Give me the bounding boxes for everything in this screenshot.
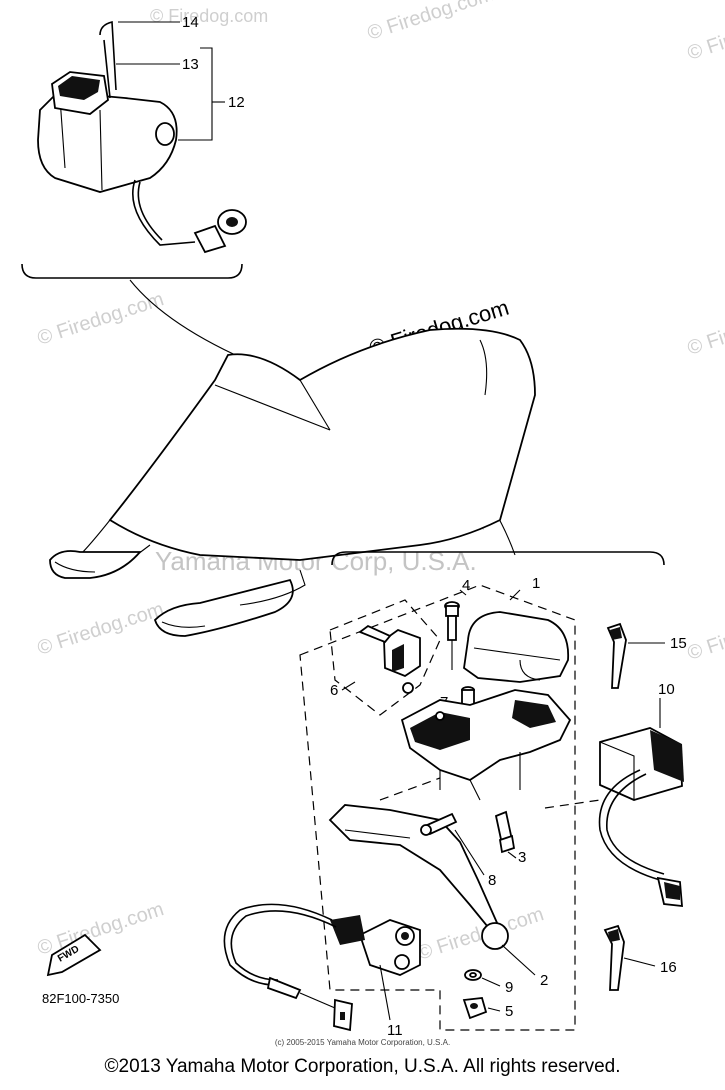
callout-2: 2 [540,972,548,989]
callout-12: 12 [228,94,245,111]
part-10-relay [544,698,684,908]
part-11-stop-switch [223,903,421,1032]
handlebar-switch-assembly [37,20,247,254]
group-bracket-brake [331,551,665,566]
snowmobile-body [49,327,536,637]
master-cylinder-body [400,689,572,801]
callout-15: 15 [670,635,687,652]
watermark-site: © Firedog.com [150,6,268,26]
watermark-site: © Firedog.com [685,3,725,65]
subassembly-outline [329,599,441,716]
fwd-arrow-icon: FWD [46,933,102,977]
part-8-bolt [420,812,458,836]
part-6-clamp [358,624,421,694]
watermark-site: © Firedog.com [35,598,167,660]
callout-13: 13 [182,56,199,73]
small-copyright: (c) 2005-2015 Yamaha Motor Corporation, … [274,1038,451,1047]
callout-14: 14 [182,14,199,31]
callout-4: 4 [462,577,470,594]
group-bracket-top [21,263,243,279]
callout-6: 6 [330,682,338,699]
watermark-site: © Firedog.com [685,298,725,360]
part-9-washer [464,969,482,981]
callout-1: 1 [532,575,540,592]
callout-5: 5 [505,1003,513,1020]
callout-8: 8 [488,872,496,889]
watermark-site: © Firedog.com [365,0,497,45]
assembly-outline [299,584,576,1031]
callout-11: 11 [387,1022,403,1039]
part-1-cover [463,611,570,683]
callout-16: 16 [660,959,677,976]
brake-lever [328,777,509,950]
part-4-bolt [444,589,467,670]
part-15-cable-tie [606,622,627,689]
watermark-site: © Firedog.com [685,603,725,665]
part-code-label: 82F100-7350 [42,991,119,1006]
part-3-bolt [494,810,516,854]
part-16-cable-tie [603,924,625,991]
callout-9: 9 [505,979,513,996]
part-5-nut [462,997,488,1020]
callout-10: 10 [658,681,675,698]
callout-3: 3 [518,849,526,866]
copyright-footer: ©2013 Yamaha Motor Corporation, U.S.A. A… [104,1056,621,1077]
